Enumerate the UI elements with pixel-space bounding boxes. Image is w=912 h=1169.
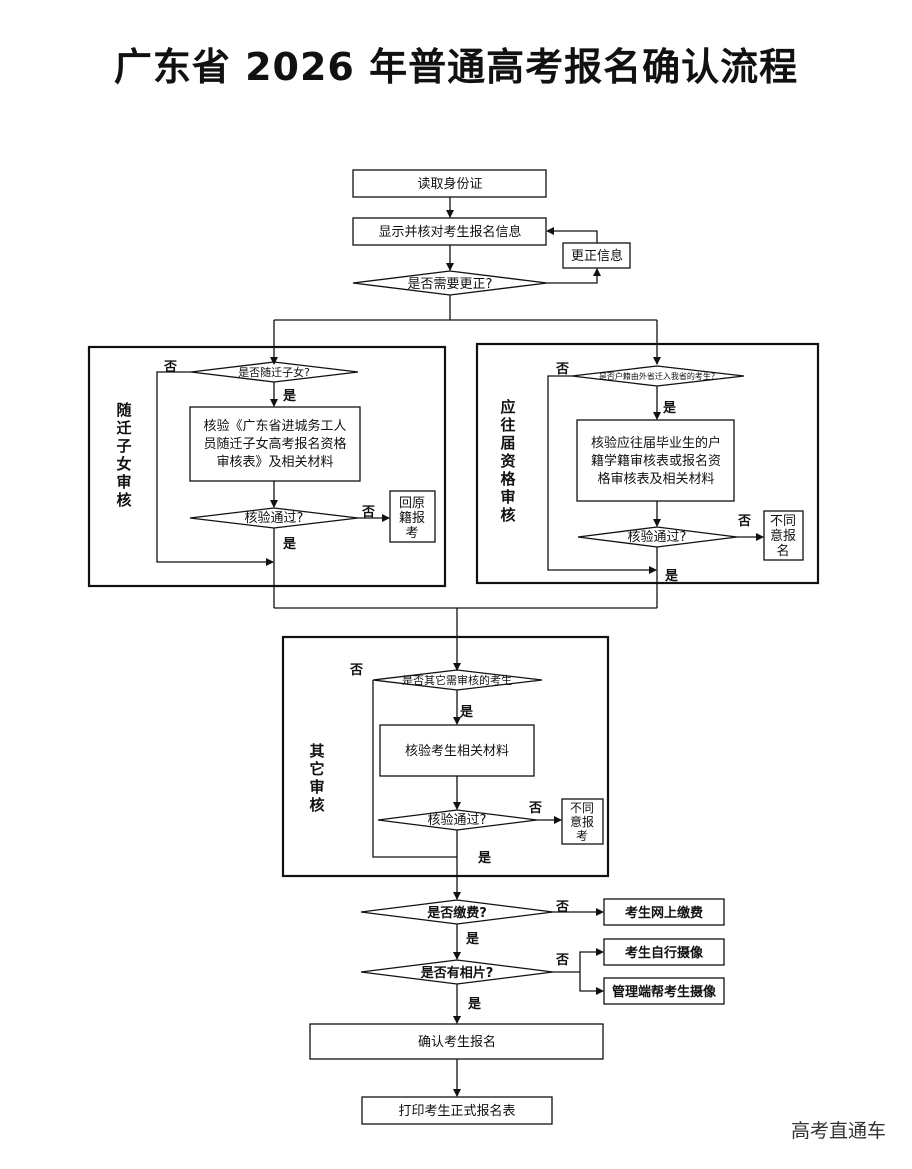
yingwang-reject-line3: 名 (776, 543, 789, 559)
yes-label: 是 (664, 569, 679, 584)
suiqian-reject-line3: 考 (405, 526, 418, 541)
other-section (281, 635, 610, 878)
need-correct-text: 是否需要更正? (408, 277, 493, 292)
yingwang-verify-box (576, 419, 735, 502)
suiqian-passed-text: 核验通过? (245, 510, 304, 526)
yingwang-section-char: 应 (500, 398, 515, 416)
admin-photo-text: 管理端帮考生摄像 (612, 984, 717, 1000)
other-section-char: 其 (309, 742, 324, 760)
suiqian-section-char: 随 (116, 401, 131, 419)
other-passed-text: 核验通过? (428, 812, 487, 828)
suiqian-section-char: 女 (116, 455, 131, 473)
no-label: 否 (349, 663, 363, 678)
yingwang-question-text: 是否户籍由外省迁入我省的考生? (599, 371, 715, 381)
no-label: 否 (555, 362, 569, 377)
other-reject-box (561, 798, 604, 845)
other-verify-text: 核验考生相关材料 (405, 743, 509, 759)
self-photo-text: 考生自行摄像 (625, 945, 704, 961)
no-label: 否 (737, 514, 751, 529)
no-label: 否 (555, 953, 569, 968)
yingwang-reject-line2: 意报 (770, 528, 796, 544)
confirm-text: 确认考生报名 (418, 1034, 496, 1050)
other-section-char: 审 (309, 778, 324, 796)
yes-label: 是 (477, 851, 492, 866)
suiqian-verify-box (189, 406, 361, 482)
other-section-char: 核 (309, 796, 324, 814)
suiqian-section-char: 子 (116, 437, 131, 455)
yingwang-verify-line3: 格审核表及相关材料 (597, 471, 714, 487)
other-question-diamond (372, 669, 543, 691)
other-question-text: 是否其它需审核的考生 (402, 673, 512, 687)
suiqian-section-char: 核 (116, 491, 131, 509)
yingwang-section-char: 审 (500, 488, 515, 506)
other-reject-line2: 意报 (570, 814, 594, 829)
show-info-text: 显示并核对考生报名信息 (378, 224, 521, 240)
suiqian-section (87, 345, 447, 588)
no-label: 否 (361, 505, 375, 520)
no-label: 否 (555, 900, 569, 915)
pay-online-box (603, 898, 725, 926)
yes-label: 是 (459, 705, 474, 720)
yes-label: 是 (282, 537, 297, 552)
no-label: 否 (528, 801, 542, 816)
watermark: 高考直通车 (790, 1120, 886, 1142)
page-title: 广东省 2026 年普通高考报名确认流程 (113, 45, 799, 89)
yingwang-section-char: 核 (500, 506, 515, 524)
suiqian-verify-line3: 审核表》及相关材料 (216, 455, 333, 470)
yes-label: 是 (282, 389, 297, 404)
yingwang-reject-box (763, 510, 804, 561)
yingwang-passed-text: 核验通过? (628, 529, 687, 545)
yingwang-question-diamond (571, 365, 745, 387)
suiqian-reject-line1: 回原 (399, 496, 425, 511)
suiqian-verify-line2: 员随迁子女高考报名资格 (203, 436, 346, 452)
other-reject-line1: 不同 (570, 801, 594, 815)
yes-label: 是 (465, 932, 480, 947)
yes-label: 是 (662, 401, 677, 416)
admin-photo-box (603, 977, 725, 1005)
suiqian-verify-line1: 核验《广东省进城务工人 (203, 418, 346, 434)
yes-label: 是 (467, 997, 482, 1012)
other-section-char: 它 (309, 760, 324, 778)
read-id-text: 读取身份证 (417, 176, 482, 192)
print-box (361, 1096, 553, 1125)
yingwang-reject-line1: 不同 (770, 514, 796, 529)
yingwang-section-char: 格 (500, 470, 516, 488)
yingwang-section-char: 届 (500, 434, 515, 452)
suiqian-reject-box (389, 490, 436, 543)
self-photo-box (603, 938, 725, 966)
pay-online-text: 考生网上缴费 (625, 905, 703, 921)
yingwang-section-char: 资 (500, 452, 515, 470)
yingwang-section-char: 往 (500, 416, 515, 434)
suiqian-question-diamond (190, 361, 359, 383)
has-photo-text: 是否有相片? (420, 965, 494, 981)
suiqian-section-char: 迁 (116, 419, 131, 437)
yingwang-verify-line2: 籍学籍审核表或报名资 (591, 453, 721, 469)
yingwang-section (475, 342, 820, 585)
suiqian-reject-line2: 籍报 (399, 510, 425, 526)
correct-info-text: 更正信息 (571, 248, 623, 264)
no-label: 否 (163, 360, 177, 375)
paid-text: 是否缴费? (426, 905, 487, 921)
other-reject-line3: 考 (576, 829, 588, 843)
suiqian-section-char: 审 (116, 473, 131, 491)
print-text: 打印考生正式报名表 (398, 1103, 515, 1119)
yingwang-verify-line1: 核验应往届毕业生的户 (591, 435, 721, 451)
suiqian-question-text: 是否随迁子女? (238, 365, 310, 379)
